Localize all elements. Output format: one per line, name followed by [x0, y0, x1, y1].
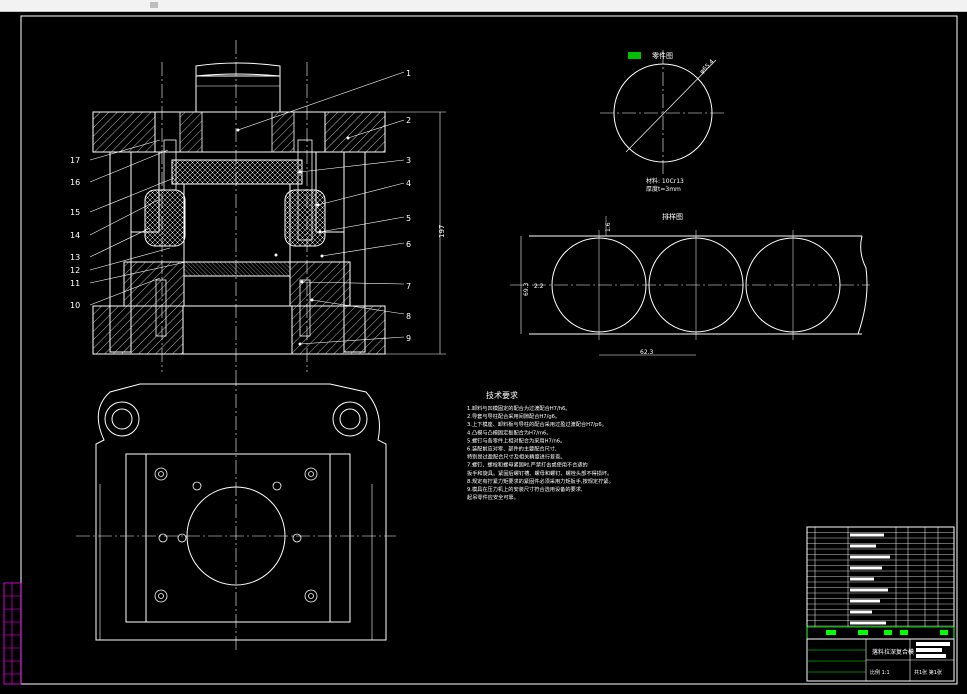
layout-margin-label: 1.6: [605, 222, 612, 232]
tech-requirement-item: 1.卸料与凹模固定的配合为过渡配合H7/h6。: [467, 404, 571, 412]
tech-requirement-item: 起吊零件应安全可靠。: [467, 493, 519, 501]
strip-height-label: 2.2: [534, 283, 544, 290]
part-material: 材料: 10Cr13: [646, 177, 684, 185]
dimension-height-label: 197: [438, 225, 446, 238]
tech-requirement-item: 5.螺钉与各零件上相对配合为采用H7/n6。: [467, 436, 565, 444]
bom-entry-mark: [850, 588, 888, 592]
bom-entry-mark: [850, 544, 876, 548]
part-number-label: 8: [406, 312, 411, 321]
tech-requirement-item: 特别是过盈配合尺寸及相关精度进行复查。: [467, 453, 566, 461]
part-balloons-right: 1 2 3 4 5 6 7 8 9: [406, 69, 411, 343]
tech-requirement-item: 4.凸模与凸模固定板配合为H7/m6。: [467, 428, 552, 436]
drawing-title: 落料拉深复合模: [872, 648, 914, 656]
part-number-label: 14: [70, 231, 80, 240]
drawing-border: [20, 15, 958, 685]
tech-requirement-item: 3.上下模座、卸料板与导柱的配合采用过盈过渡配合H7/p6。: [467, 420, 607, 428]
part-number-label: 7: [406, 282, 411, 291]
bom-entry-mark: [850, 533, 884, 537]
part-balloons-left: 17 16 15 14 13 12 11 10: [70, 156, 80, 310]
strip-width-label: 69.3: [523, 282, 530, 296]
tech-requirement-item: 6.装配前应对零、部件的主要配合尺寸,: [467, 445, 557, 453]
part-number-label: 6: [406, 240, 411, 249]
part-title-marker: [628, 52, 641, 59]
tech-requirements-title: 技术要求: [486, 390, 518, 400]
bom-entry-mark: [850, 621, 886, 625]
part-blank-circle: [613, 63, 713, 163]
bom-entry-mark: [850, 566, 882, 570]
tech-requirements: 技术要求 1.卸料与凹模固定的配合为过渡配合H7/h6。2.导套与导柱配合采用间…: [467, 390, 614, 501]
part-number-label: 1: [406, 69, 411, 78]
plan-view[interactable]: [76, 372, 396, 652]
tech-requirement-item: 扳手和旋具。紧固后螺钉槽、螺母和螺钉、螺栓头部不得损坏。: [467, 469, 612, 477]
title-block[interactable]: 落料拉深复合模 比例 1:1 共1张 第1张: [806, 526, 955, 682]
tech-requirement-item: 2.导套与导柱配合采用间隙配合H7/g6。: [467, 412, 560, 420]
bom-entry-mark: [850, 577, 874, 581]
drawing-sheet: 共1张 第1张: [914, 669, 942, 676]
bom-entry-mark: [850, 599, 880, 603]
part-number-label: 9: [406, 334, 411, 343]
part-number-label: 12: [70, 266, 80, 275]
part-drawing[interactable]: 零件图 φ65.4 材料: 10Cr13 厚度t=3mm: [600, 50, 727, 193]
tech-requirement-item: 7.螺钉、螺栓和螺母紧固时,严禁打击或使用不合适的: [467, 461, 588, 469]
left-info-strip: [3, 582, 22, 685]
tech-requirement-item: 8.规定有拧紧力矩要求的紧固件必须采用力矩扳手,按规定拧紧。: [467, 477, 614, 485]
part-number-label: 3: [406, 156, 411, 165]
part-number-label: 13: [70, 253, 80, 262]
pitch-label: 62.3: [640, 349, 654, 356]
app-titlebar: [0, 0, 967, 12]
part-number-label: 16: [70, 178, 80, 187]
titlebar-icon: [150, 2, 158, 8]
part-diameter-label: φ65.4: [698, 58, 715, 75]
part-number-label: 2: [406, 116, 411, 125]
bom-entry-mark: [850, 610, 872, 614]
bom-entry-mark: [850, 555, 890, 559]
layout-title: 排样图: [662, 212, 683, 221]
tech-requirement-item: 9.模具在压力机上的安装尺寸符合选用设备的要求,: [467, 485, 583, 493]
part-number-label: 15: [70, 208, 80, 217]
strip-layout[interactable]: 排样图 1.6 69.3 2.2 62.3: [510, 212, 870, 356]
part-number-label: 5: [406, 214, 411, 223]
part-number-label: 10: [70, 301, 80, 310]
part-drawing-title: 零件图: [652, 51, 673, 60]
drawing-scale: 比例 1:1: [870, 669, 890, 676]
part-thickness: 厚度t=3mm: [646, 185, 681, 193]
part-number-label: 11: [70, 279, 80, 288]
part-number-label: 4: [406, 179, 411, 188]
part-number-label: 17: [70, 156, 80, 165]
